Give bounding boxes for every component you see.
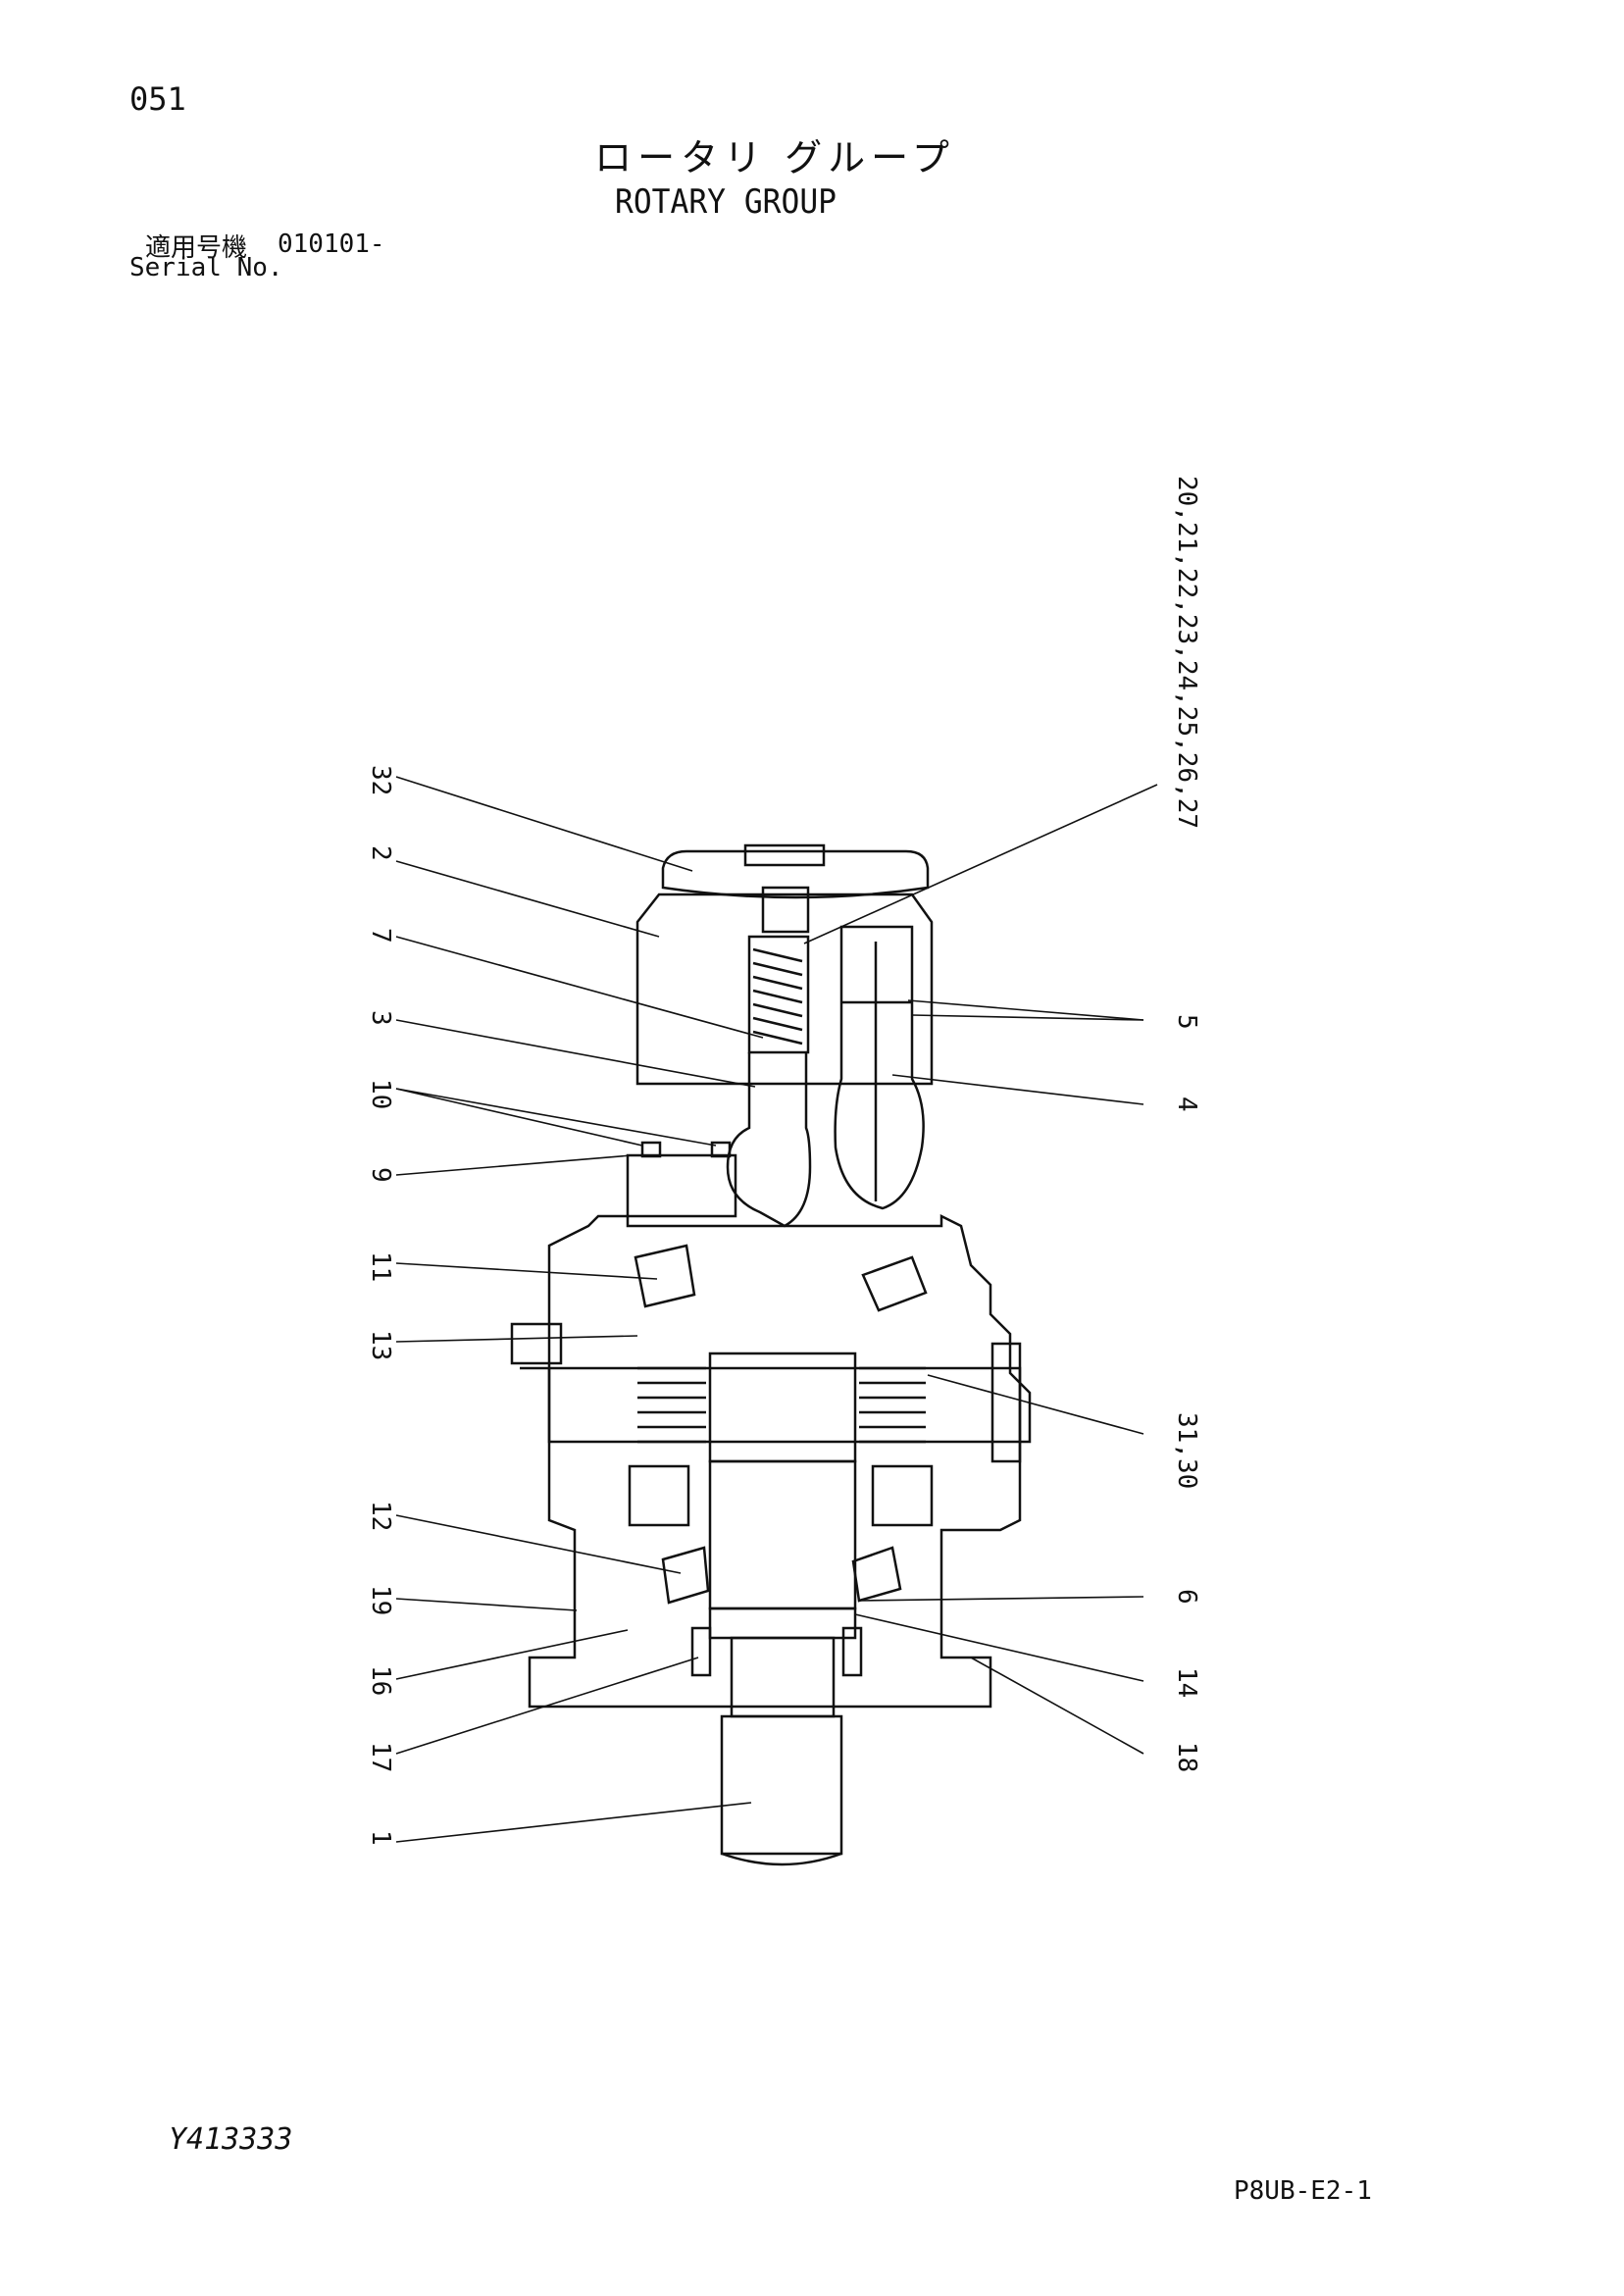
callout-1: 1	[366, 1830, 395, 1846]
sheet-code: P8UB-E2-1	[1234, 2176, 1372, 2206]
callout-4: 4	[1172, 1097, 1201, 1112]
callout-20-27: 20,21,22,23,24,25,26,27	[1172, 476, 1201, 829]
callout-17: 17	[366, 1742, 395, 1772]
callout-5: 5	[1172, 1014, 1201, 1030]
callout-6: 6	[1172, 1589, 1201, 1605]
callout-10: 10	[366, 1079, 395, 1109]
callout-32: 32	[366, 765, 395, 795]
callout-11: 11	[366, 1251, 395, 1282]
callout-3: 3	[366, 1010, 395, 1026]
callout-18: 18	[1172, 1742, 1201, 1772]
callout-labels: 32 2 7 3 10 9 11 13 12 19 16 17 1 20,21,…	[366, 476, 1201, 1846]
callout-19: 19	[366, 1585, 395, 1615]
serial-label-english: Serial No.	[129, 253, 283, 282]
callout-14: 14	[1172, 1667, 1201, 1698]
leader-lines	[395, 776, 1158, 1843]
callout-2: 2	[366, 845, 395, 861]
drawing-code: Y413333	[169, 2122, 293, 2157]
callout-7: 7	[366, 928, 395, 944]
page-title-english: ROTARY GROUP	[614, 182, 837, 222]
page-number: 051	[129, 80, 186, 118]
page-title-japanese: ロータリ グループ	[594, 136, 955, 179]
callout-13: 13	[366, 1330, 395, 1360]
serial-label-japanese: 適用号機	[145, 233, 248, 263]
callout-16: 16	[366, 1665, 395, 1696]
serial-number-value: 010101-	[278, 230, 385, 259]
callout-12: 12	[366, 1501, 395, 1531]
callout-9: 9	[366, 1167, 395, 1183]
assembly-drawing	[510, 843, 1032, 1866]
callout-31-30: 31,30	[1172, 1412, 1201, 1489]
